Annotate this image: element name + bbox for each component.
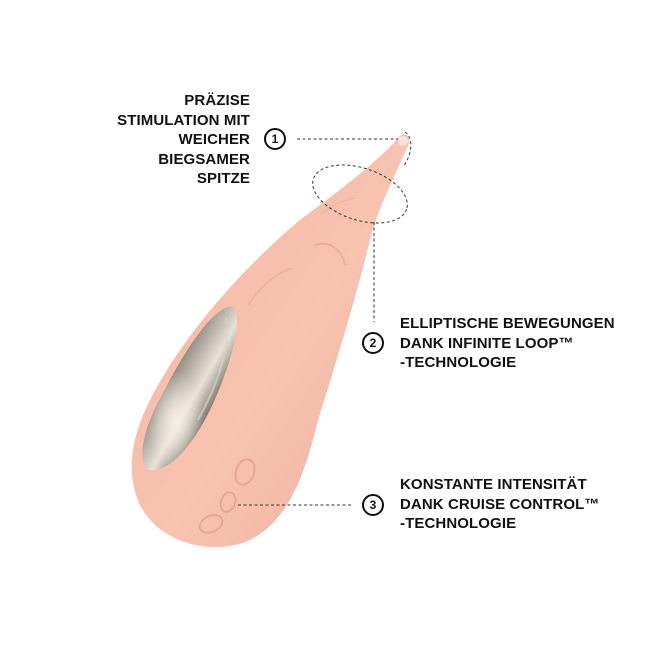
device-body (131, 134, 410, 548)
feature-2-line: DANK INFINITE LOOP™ (400, 334, 574, 352)
feature-1-line: PRÄZISE (184, 92, 250, 109)
feature-1-line: STIMULATION MIT (117, 111, 250, 129)
feature-label-1: PRÄZISE STIMULATION MIT WEICHER BIEGSAME… (117, 91, 250, 189)
feature-3-line: -TECHNOLOGIE (400, 515, 517, 532)
feature-2-line: ELLIPTISCHE BEWEGUNGEN (400, 315, 615, 332)
infinity-logo-icon (198, 458, 256, 534)
feature-number-badge-3: 3 (362, 494, 384, 516)
feature-1-line: BIEGSAMER (158, 150, 250, 168)
feature-3-line: KONSTANTE INTENSITÄT (400, 476, 587, 493)
feature-label-3: KONSTANTE INTENSITÄT DANK CRUISE CONTROL… (400, 475, 600, 534)
feature-number-badge-2: 2 (362, 332, 384, 354)
feature-1-line: WEICHER (178, 131, 250, 148)
metal-button (142, 306, 238, 471)
feature-2-line: -TECHNOLOGIE (400, 354, 517, 371)
feature-number-badge-1: 1 (264, 128, 286, 150)
feature-3-line: DANK CRUISE CONTROL™ (400, 495, 600, 513)
feature-label-2: ELLIPTISCHE BEWEGUNGEN DANK INFINITE LOO… (400, 314, 615, 373)
feature-1-line: SPITZE (196, 170, 250, 187)
